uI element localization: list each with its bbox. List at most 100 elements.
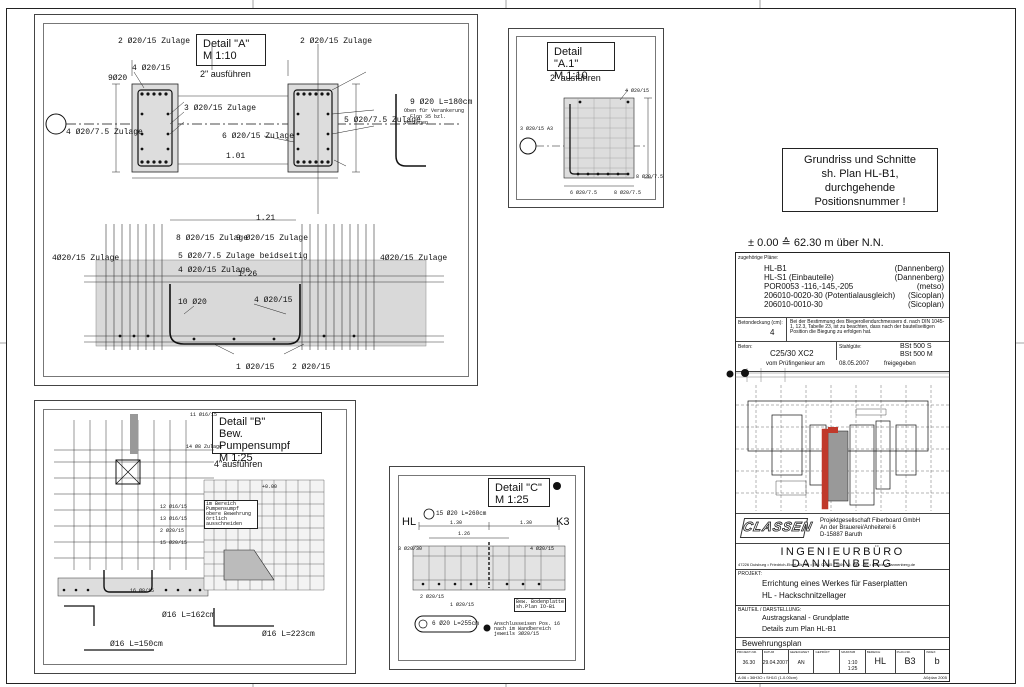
footer-cell: GEPRÜFT: [813, 650, 839, 673]
tb-row-revisions: [736, 371, 949, 385]
a-sec-label-9: 9 Ø20/15 Zulage: [236, 234, 309, 243]
cover-note: Bei der Bestimmung des Biegerollendurchm…: [790, 319, 945, 335]
a-label-4-zulage: 4 Ø20/7.5 Zulage: [66, 128, 143, 137]
c-label-6: 6 Ø20 L=255cm: [432, 620, 479, 627]
detail-a-scale: M 1:10: [203, 50, 237, 62]
footer-cell: PLAN-NR.B3: [894, 650, 925, 673]
a-label-5-zulage: 5 Ø20/7.5 Zulage: [344, 116, 421, 125]
footer-cell-value: 29.04.2007: [762, 660, 788, 666]
detail-b-title-box: Detail "B" Bew. Pumpensumpf M 1:25: [212, 412, 322, 464]
a-dim-101: 1.01: [226, 152, 246, 161]
note-line-3: durchgehende: [824, 182, 896, 194]
b-len-12: Ø16 L=150cm: [110, 640, 163, 649]
b-len-11: Ø16 L=162cm: [162, 611, 215, 620]
footer-cell-header: DATUM: [763, 650, 775, 654]
a-dim-126: 1.26: [238, 270, 258, 279]
a-sec-label-7: 4 Ø20/15 Zulage: [178, 266, 251, 275]
a1-label-bottom-left: 6 Ø20/7.5: [570, 190, 598, 196]
a-label-zulage-top-left: 2 Ø20/15 Zulage: [118, 37, 191, 46]
a-sec-label-1: 1 Ø20/15: [236, 363, 275, 372]
c-label-1: 1 Ø20/15: [450, 602, 475, 608]
a-dim-121: 1.21: [256, 214, 276, 223]
footer-cell: MAßSTAB 1:10 1:25: [839, 650, 865, 673]
c-label-2: 2 Ø20/15: [420, 594, 445, 600]
b-box-note: im Bereich Pumpensumpf obere Bewehrung ö…: [204, 500, 258, 529]
note-box: Grundriss und Schnitte sh. Plan HL-B1, d…: [782, 148, 938, 212]
footer-cell-header: INDEX: [926, 650, 936, 654]
detail-a1-scale: M 1:10: [554, 70, 588, 82]
partner-line-3: D-15887 Baruth: [820, 532, 863, 538]
detail-b-title: Detail "B": [219, 416, 266, 428]
tb-row-plan-type: Bewehrungsplan: [736, 637, 949, 649]
detail-c-axis-hl: HL: [402, 516, 417, 528]
plan-row-name: 206010-0020-30 (Potentialausgleich): [764, 291, 896, 300]
footer-cell: PROJEKT-NR.36.30: [736, 650, 762, 673]
a-item-9-note: Oben für Verankerung - Flon 35 bzl. verl…: [404, 108, 465, 126]
b-label-16: 16 Ø8/15: [130, 588, 155, 594]
note-line-2: sh. Plan HL-B1,: [821, 168, 899, 180]
a-sec-label-left: 4Ø20/15 Zulage: [52, 254, 120, 263]
plan-row: POR0053 -116,-145,-205(metso): [764, 282, 944, 291]
footer-cell-value: AN: [797, 660, 805, 666]
a1-label-bottom-right: 8 Ø20/7.5: [614, 190, 642, 196]
detail-c-inner-frame: [398, 475, 576, 661]
c-dim-130b: 1.30: [520, 520, 533, 526]
detail-c-marker: [553, 482, 561, 490]
c-note-2: Anschlusseisen Pos. 16 nach im Wandberei…: [494, 621, 561, 637]
b-label-15: 15 Ø20/15: [160, 540, 188, 546]
note-line-4: Positionsnummer !: [814, 196, 906, 208]
stahl-1: BSt 500 S: [900, 343, 932, 350]
detail-a-title: Detail "A": [203, 38, 250, 50]
beton-value: C25/30 XC2: [770, 349, 814, 358]
c-label-4: 4 Ø20/15: [530, 546, 555, 552]
a-label-4: 4 Ø20/15: [132, 64, 171, 73]
cover-value: 4: [770, 328, 775, 337]
footer-cell: GEZEICHNET AN: [787, 650, 814, 673]
detail-c-axis-k3: K3: [556, 516, 570, 528]
a-label-9020: 9Ø20: [108, 74, 128, 83]
tb-row-office: INGENIEURBÜRO DANNENBERG 47226 Duisburg …: [736, 543, 949, 570]
stahl-2: BSt 500 M: [900, 351, 933, 358]
a-label-6-zulage: 6 Ø20/15 Zulage: [222, 132, 295, 141]
b-label-13: 13 Ø16/15: [160, 516, 188, 522]
a1-label-left: 3 Ø20/15 A3: [520, 126, 554, 132]
project-line-2: HL - Hackschnitzellager: [762, 591, 847, 600]
pruef-status: freigegeben: [884, 361, 916, 367]
plan-row: HL-S1 (Einbauteile)(Dannenberg): [764, 273, 944, 282]
footer-cell-header: MAßSTAB: [841, 650, 856, 654]
tb-row-plans: zugehörige Pläne:: [736, 253, 949, 317]
drawing-sheet-frame: [6, 8, 1016, 684]
b-len-13: Ø16 L=223cm: [262, 630, 315, 639]
beton-label: Beton:: [738, 344, 753, 350]
detail-b-inner-frame: [43, 409, 347, 665]
footer-cell-header: GEZEICHNET: [789, 650, 810, 654]
note-line-1: Grundriss und Schnitte: [804, 154, 916, 166]
project-label: PROJEKT:: [738, 571, 762, 577]
partner-line-2: An der Brauerei/Anheiterei 6: [820, 525, 896, 531]
plan-row-name: 206010-0010-30: [764, 300, 823, 309]
detail-b-note: 4"ausführen: [214, 459, 263, 469]
tb-row-client: CLASSEN Projektgesellschaft Fiberboard G…: [736, 513, 949, 543]
tb-row-concrete: Beton: C25/30 XC2 Stahlgüte: BSt 500 S B…: [736, 341, 949, 371]
footer-cell-value: 1:10 1:25: [847, 660, 858, 672]
c-note-1: Bew. Bodenplatte sh.Plan IO-B1: [514, 598, 566, 612]
detail-c-title-box: Detail "C" M 1:25: [488, 478, 550, 507]
b-label-14: 14 Ø8 Zulage: [186, 444, 223, 450]
classen-logo-text: CLASSEN: [741, 519, 815, 535]
detail-a-inner-frame: [43, 23, 469, 377]
detail-a1-drawing: [519, 89, 652, 187]
plan-row-author: (Dannenberg): [894, 264, 944, 273]
a-label-zulage-top-right: 2 Ø20/15 Zulage: [300, 37, 373, 46]
tb-row-building: BAUTEIL / DARSTELLUNG: Austragskanal - G…: [736, 605, 949, 637]
a-label-3-zulage: 3 Ø20/15 Zulage: [184, 104, 257, 113]
title-block: zugehörige Pläne: Betondeckung (cm): 4 B…: [735, 252, 950, 682]
office-name: INGENIEURBÜRO DANNENBERG: [780, 546, 905, 570]
sheet-size: A0/plan 2005: [923, 675, 947, 680]
site-plan-thumbnail: [736, 385, 949, 511]
c-label-15: 15 Ø20 L=260cm: [436, 510, 487, 517]
c-label-3: 3 Ø20/30: [398, 546, 423, 552]
detail-a1-note: 2" ausführen: [550, 73, 601, 83]
